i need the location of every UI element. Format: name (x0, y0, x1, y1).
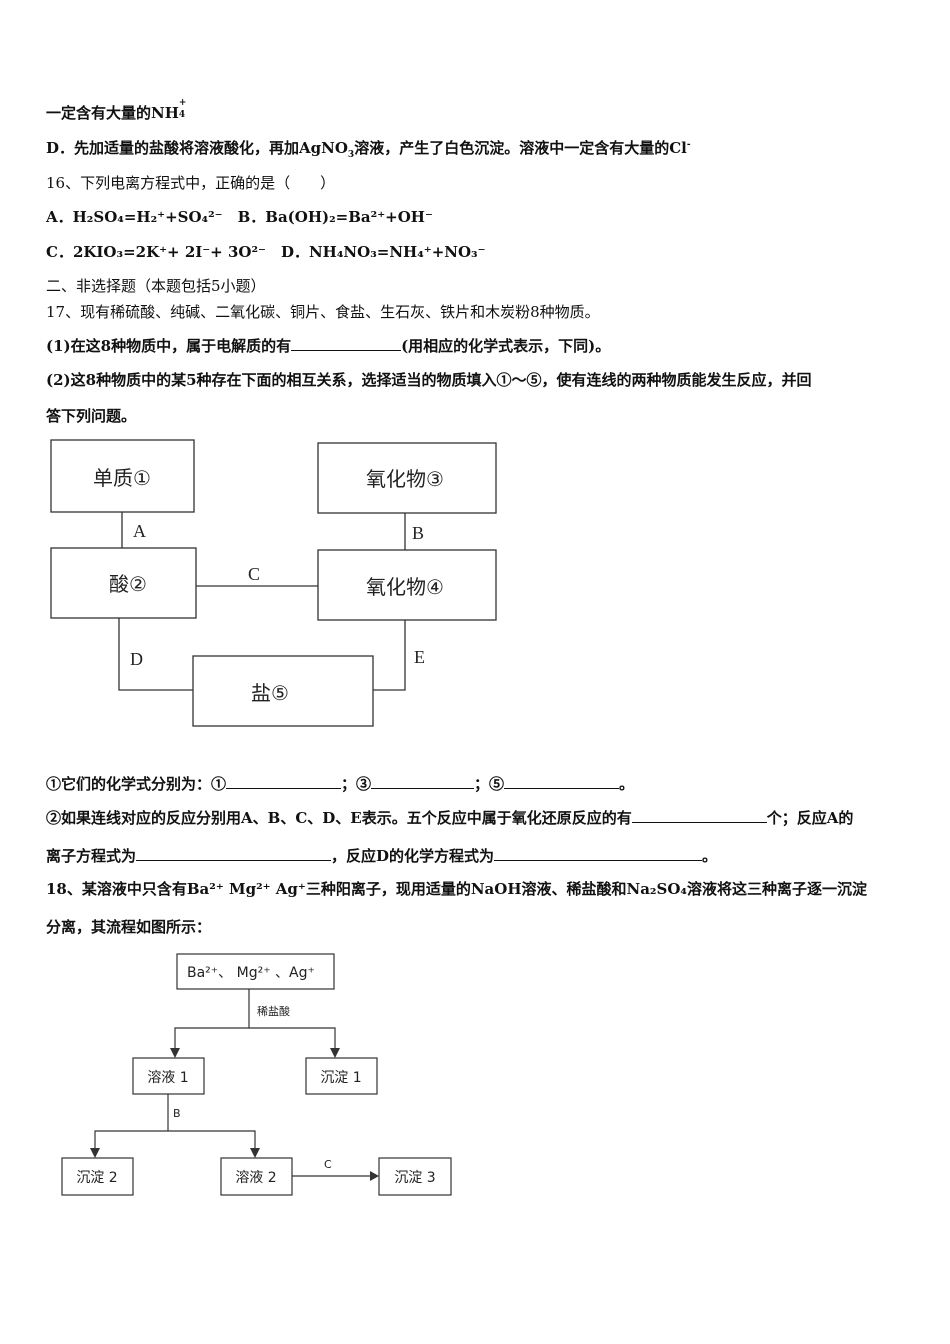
question-17-part2-line2: 答下列问题。 (46, 407, 137, 425)
option-d: D．先加适量的盐酸将溶液酸化，再加AgNO3溶液，产生了白色沉淀。溶液中一定含有… (46, 137, 691, 160)
flow-box-precipitate-2 (61, 1157, 134, 1196)
box-oxide-4-label: 氧化物④ (366, 575, 444, 599)
flow-box-precipitate-1 (305, 1057, 378, 1095)
question-16-options-ab: A．H₂SO₄=H₂⁺+SO₄²⁻ B．Ba(OH)₂=Ba²⁺+OH⁻ (46, 208, 433, 226)
arrow-head (330, 1048, 340, 1058)
question-18-line2: 分离，其流程如图所示： (46, 918, 212, 936)
answer-blank[interactable] (494, 846, 703, 861)
superscript: + (178, 98, 187, 108)
flow-reagent-c: C (324, 1158, 332, 1171)
label-e: E (414, 647, 425, 667)
question-16: 16、下列电离方程式中，正确的是（ ） (46, 174, 336, 192)
text: 。 (619, 775, 635, 793)
arrow-head (170, 1048, 180, 1058)
question-17-part2-line1: (2)这8种物质中的某5种存在下面的相互关系，选择适当的物质填入①～⑤，使有连线… (46, 371, 812, 389)
subscript: 4 (178, 110, 186, 120)
superscript: - (686, 140, 691, 150)
label-a: A (133, 521, 146, 541)
flow-reagent-b: B (173, 1107, 181, 1120)
text: ②如果连线对应的反应分别用A、B、C、D、E表示。五个反应中属于氧化还原反应的有 (46, 809, 632, 827)
label-b: B (412, 523, 424, 543)
question-16-options-cd: C．2KIO₃=2K⁺+ 2I⁻+ 3O²⁻ D．NH₄NO₃=NH₄⁺+NO₃… (46, 243, 486, 261)
arrow-head (370, 1171, 379, 1181)
label-c: C (248, 564, 260, 584)
arrow-head (250, 1148, 260, 1158)
flow-solution-1-label: 溶液 1 (147, 1070, 188, 1086)
text: D．先加适量的盐酸将溶液酸化，再加AgNO (46, 139, 348, 157)
text: (1)在这8种物质中，属于电解质的有 (46, 337, 292, 355)
answer-formulas: ①它们的化学式分别为：① ；③ ；⑤ 。 (46, 773, 634, 794)
link-e (373, 620, 406, 691)
text: 溶液，产生了白色沉淀。溶液中一定含有大量的Cl (354, 139, 687, 157)
flow-box-ions (176, 953, 335, 990)
answer-blank[interactable] (136, 846, 332, 861)
answer-blank[interactable] (226, 774, 342, 789)
question-17-part1: (1)在这8种物质中，属于电解质的有 (用相应的化学式表示，下同)。 (46, 335, 610, 356)
answer-redox: ②如果连线对应的反应分别用A、B、C、D、E表示。五个反应中属于氧化还原反应的有… (46, 807, 853, 828)
flow-precipitate-3-label: 沉淀 3 (394, 1170, 435, 1186)
text: (用相应的化学式表示，下同)。 (401, 337, 611, 355)
flow-ions-label: Ba²⁺、 Mg²⁺ 、Ag⁺ (187, 965, 315, 981)
section-heading: 二、非选择题（本题包括5小题） (46, 277, 266, 295)
option-c-continuation: 一定含有大量的NH+4 (46, 98, 187, 123)
box-oxide-3-label: 氧化物③ (366, 467, 444, 491)
label-d: D (130, 649, 143, 669)
link-d (118, 618, 193, 691)
flow-split-2 (94, 1130, 256, 1148)
box-acid-label: 酸② (109, 572, 147, 596)
answer-equations: 离子方程式为 ，反应D的化学方程式为 。 (46, 845, 717, 866)
answer-blank[interactable] (291, 336, 402, 351)
flow-reagent-hcl: 稀盐酸 (257, 1004, 290, 1018)
text: 个；反应A的 (766, 809, 854, 827)
flow-split-1 (174, 1027, 336, 1048)
question-18-line1: 18、某溶液中只含有Ba²⁺ Mg²⁺ Ag⁺三种阳离子，现用适量的NaOH溶液… (46, 880, 867, 898)
arrow-head (90, 1148, 100, 1158)
subscript: 3 (347, 150, 355, 160)
text: ，反应D的化学方程式为 (331, 847, 495, 865)
text: 一定含有大量的NH (46, 104, 179, 122)
flow-box-precipitate-3 (378, 1157, 452, 1196)
text: ①它们的化学式分别为：① (46, 775, 227, 793)
flow-precipitate-1-label: 沉淀 1 (320, 1070, 361, 1086)
box-acid (50, 547, 197, 619)
answer-blank[interactable] (504, 774, 620, 789)
nh4-script: +4 (178, 98, 187, 120)
text: 。 (702, 847, 718, 865)
box-oxide-4 (317, 549, 497, 621)
answer-blank[interactable] (371, 774, 475, 789)
text: ；③ (341, 775, 372, 793)
text: 离子方程式为 (46, 847, 137, 865)
box-oxide-3 (317, 442, 497, 514)
question-17: 17、现有稀硫酸、纯碱、二氧化碳、铜片、食盐、生石灰、铁片和木炭粉8种物质。 (46, 303, 600, 321)
box-salt (192, 655, 374, 727)
flow-solution-2-label: 溶液 2 (235, 1170, 276, 1186)
answer-blank[interactable] (631, 808, 767, 823)
flow-precipitate-2-label: 沉淀 2 (76, 1170, 117, 1186)
box-salt-label: 盐⑤ (251, 681, 289, 705)
text: ；⑤ (474, 775, 505, 793)
box-element-label: 单质① (93, 466, 151, 490)
